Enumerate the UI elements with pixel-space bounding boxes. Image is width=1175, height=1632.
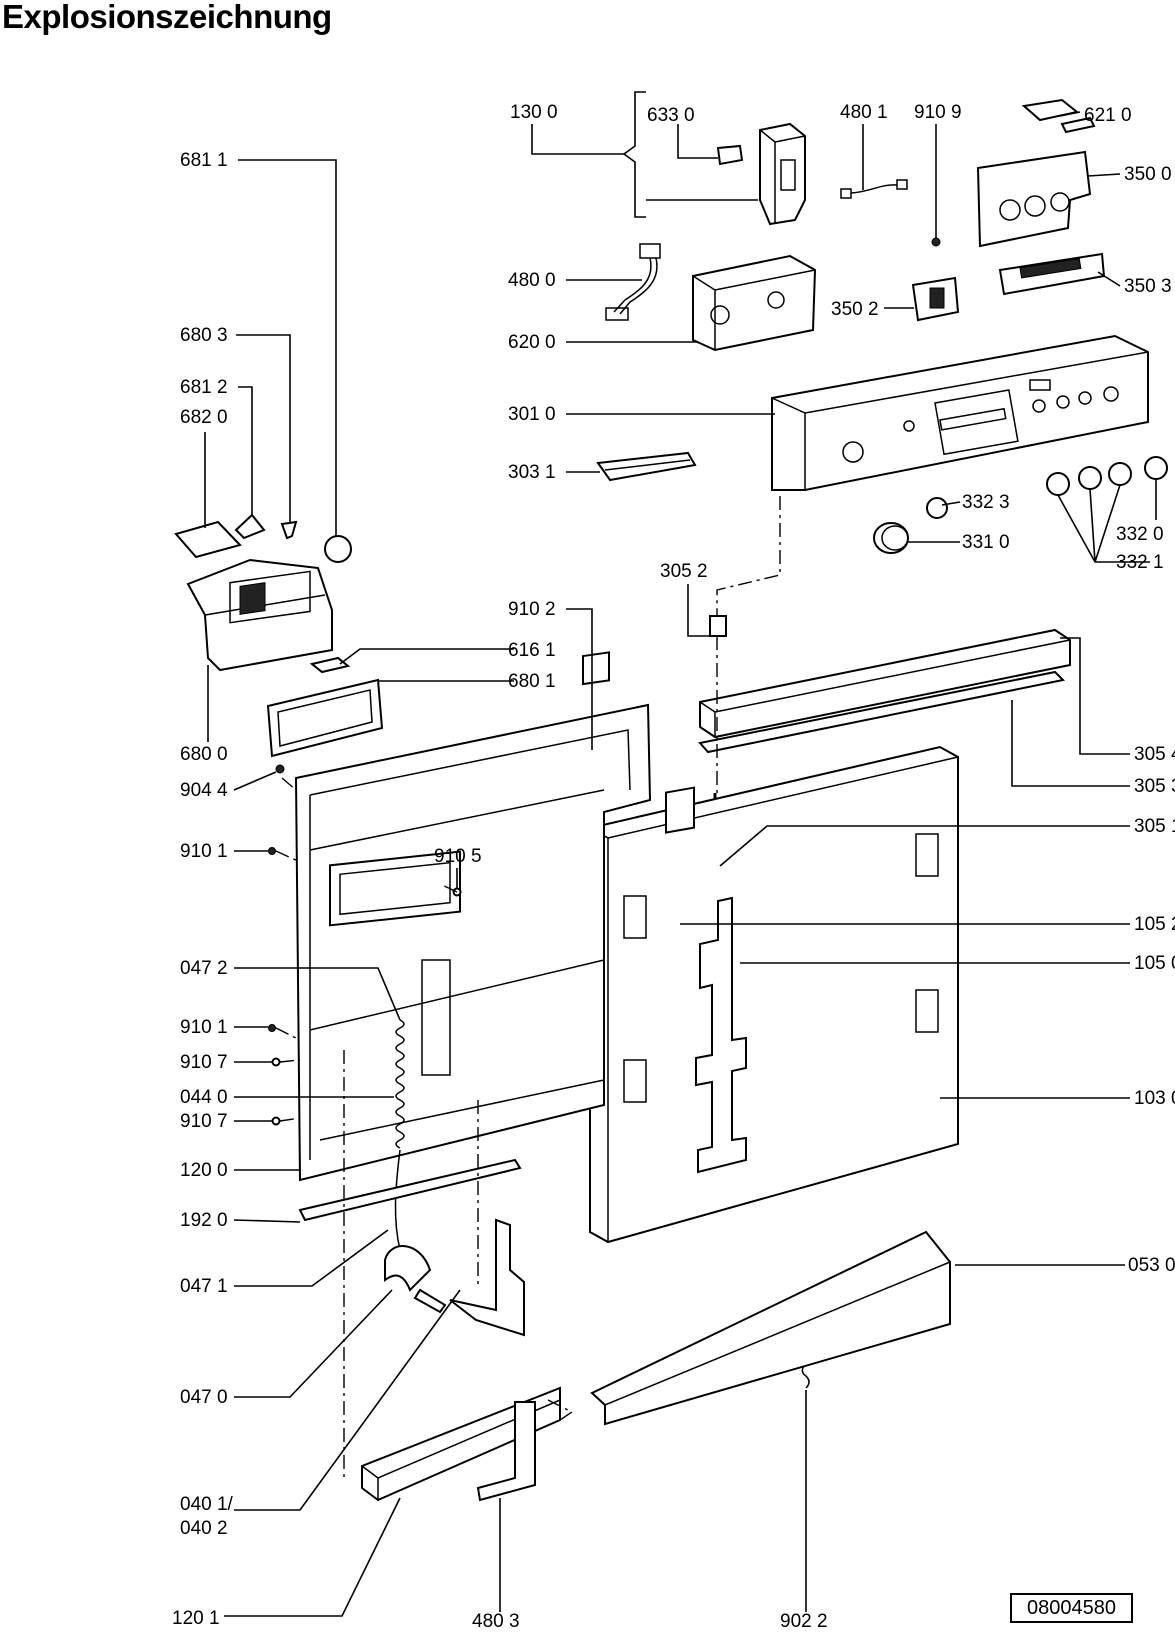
part-332-knobs: [873, 456, 1168, 554]
label-130-0: 130 0: [510, 102, 558, 123]
label-480-3: 480 3: [472, 1611, 520, 1632]
label-350-2: 350 2: [831, 299, 879, 320]
part-047-bracket: [384, 1245, 447, 1314]
assembly-lines: [275, 496, 781, 1480]
part-680-0-dispenser: [186, 558, 333, 672]
label-105-2: 105 2: [1134, 914, 1175, 935]
label-192-0: 192 0: [180, 1210, 228, 1231]
label-305-4: 305 4: [1134, 744, 1175, 765]
label-047-0: 047 0: [180, 1387, 228, 1408]
leader-lines: [204, 91, 1157, 1617]
label-910-9: 910 9: [914, 102, 962, 123]
part-192-0-strip: [298, 1158, 522, 1222]
part-305-3-strip: [698, 670, 1066, 754]
label-303-1: 303 1: [508, 462, 556, 483]
drawing-number-box: 08004580: [1010, 1593, 1133, 1623]
label-305-1: 305 1: [1134, 816, 1175, 837]
label-680-3: 680 3: [180, 325, 228, 346]
part-910-9-screw: [931, 237, 941, 247]
label-301-0: 301 0: [508, 404, 556, 425]
label-044-0: 044 0: [180, 1087, 228, 1108]
label-904-4: 904 4: [180, 780, 228, 801]
part-301-0-control-panel: [771, 334, 1149, 491]
label-633-0: 633 0: [647, 105, 695, 126]
label-480-1: 480 1: [840, 102, 888, 123]
label-621-0: 621 0: [1084, 105, 1132, 126]
label-616-1: 616 1: [508, 640, 556, 661]
label-681-1: 681 1: [180, 150, 228, 171]
label-680-1: 680 1: [508, 671, 556, 692]
label-910-7-2: 910 7: [180, 1111, 228, 1132]
label-103-0: 103 0: [1134, 1088, 1175, 1109]
part-480-1-cable: [840, 179, 908, 199]
label-910-1-2: 910 1: [180, 1017, 228, 1038]
part-616-1: [309, 656, 351, 674]
part-305-4-rail: [699, 628, 1071, 739]
part-305-2: [709, 615, 727, 637]
part-680-3: [280, 520, 298, 540]
label-910-7: 910 7: [180, 1052, 228, 1073]
part-620-0-electronics: [692, 254, 817, 352]
part-040-1-bracket: [449, 1218, 525, 1337]
label-120-0: 120 0: [180, 1160, 228, 1181]
part-labels: 130 0 633 0 480 1 910 9 621 0 350 0 681 …: [172, 102, 1175, 1632]
label-680-0: 680 0: [180, 744, 228, 765]
label-305-3: 305 3: [1134, 776, 1175, 797]
part-902-2-screw: [801, 1365, 810, 1389]
label-305-2: 305 2: [660, 561, 708, 582]
part-682-0: [174, 520, 242, 559]
label-053-0: 053 0: [1128, 1255, 1175, 1276]
part-681-2: [234, 513, 266, 540]
label-047-1: 047 1: [180, 1276, 228, 1297]
part-910-1-screw-2: [268, 1024, 276, 1032]
part-480-0-cable: [605, 243, 661, 321]
label-682-0: 682 0: [180, 407, 228, 428]
part-681-1-cap: [324, 535, 352, 563]
label-910-2: 910 2: [508, 599, 556, 620]
part-350-3: [998, 252, 1106, 296]
label-040-2: 040 2: [180, 1518, 228, 1539]
part-130-0-door-lock: [716, 122, 806, 226]
label-040-1: 040 1/: [180, 1494, 234, 1515]
part-053-0-cover: [590, 1230, 951, 1426]
part-910-1-screw: [268, 847, 276, 855]
label-902-2: 902 2: [780, 1611, 828, 1632]
part-350-2: [911, 276, 960, 322]
part-350-0-pcb: [976, 150, 1092, 248]
label-047-2: 047 2: [180, 958, 228, 979]
label-331-0: 331 0: [962, 532, 1010, 553]
label-480-0: 480 0: [508, 270, 556, 291]
label-910-5: 910 5: [434, 846, 482, 867]
label-105-0: 105 0: [1134, 953, 1175, 974]
part-910-7-screw-2: [271, 1116, 281, 1126]
part-044-0-spring: [394, 1019, 405, 1251]
page-title: Explosionszeichnung: [2, 0, 332, 35]
part-480-3-bracket: [476, 1401, 536, 1502]
part-inner-frame: [294, 651, 652, 1182]
label-332-0: 332 0: [1116, 524, 1164, 545]
label-620-0: 620 0: [508, 332, 556, 353]
part-680-1-gasket: [266, 678, 384, 758]
label-910-1: 910 1: [180, 841, 228, 862]
label-350-3: 350 3: [1124, 276, 1172, 297]
label-350-0: 350 0: [1124, 164, 1172, 185]
label-120-1: 120 1: [172, 1608, 220, 1629]
part-910-7-screw: [271, 1057, 281, 1067]
part-303-1: [596, 451, 697, 482]
part-621-0: [1021, 98, 1096, 134]
label-332-1: 332 1: [1116, 552, 1164, 573]
part-904-4-screw: [275, 764, 285, 774]
part-103-0-door-panel: [589, 745, 959, 1244]
part-105-0-plate: [665, 786, 747, 1174]
label-681-2: 681 2: [180, 377, 228, 398]
label-332-3: 332 3: [962, 492, 1010, 513]
